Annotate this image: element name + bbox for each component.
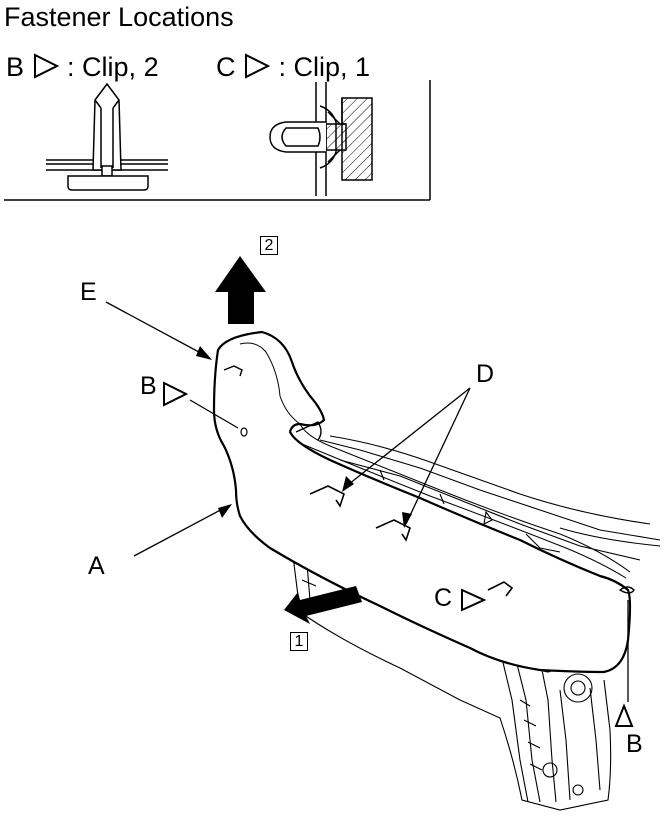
triangle-icon xyxy=(33,53,59,79)
step-2-arrow xyxy=(215,256,266,324)
legend-b-letter: B xyxy=(6,52,25,82)
callout-b-bottom: B xyxy=(626,730,643,758)
clip-c-detail xyxy=(269,82,373,196)
leader-arrowheads xyxy=(196,346,412,528)
legend-c-letter: C xyxy=(216,52,236,82)
legend-frame xyxy=(4,80,431,201)
legend-clip-c: C : Clip, 1 xyxy=(216,52,370,81)
seat-side-trim xyxy=(212,330,635,674)
callout-c: C xyxy=(434,584,453,612)
callout-d: D xyxy=(476,360,495,388)
legend-c-text: : Clip, 1 xyxy=(278,52,371,82)
legend-clip-b: B : Clip, 2 xyxy=(6,52,159,81)
clip-b-detail xyxy=(46,82,168,191)
callout-b-top: B xyxy=(140,372,157,400)
step-1-arrow xyxy=(284,586,362,624)
legend-b-text: : Clip, 2 xyxy=(67,52,159,82)
callout-a: A xyxy=(88,552,105,580)
seat-frame xyxy=(291,435,661,811)
diagram-title: Fastener Locations xyxy=(4,2,234,32)
callout-e: E xyxy=(80,278,97,306)
triangle-icon xyxy=(461,588,487,612)
triangle-icon xyxy=(245,53,271,79)
triangle-icon xyxy=(614,703,634,727)
step-2-label: 2 xyxy=(260,236,278,255)
step-1-label: 1 xyxy=(290,632,308,651)
triangle-icon xyxy=(163,381,189,407)
leader-lines xyxy=(105,301,629,702)
